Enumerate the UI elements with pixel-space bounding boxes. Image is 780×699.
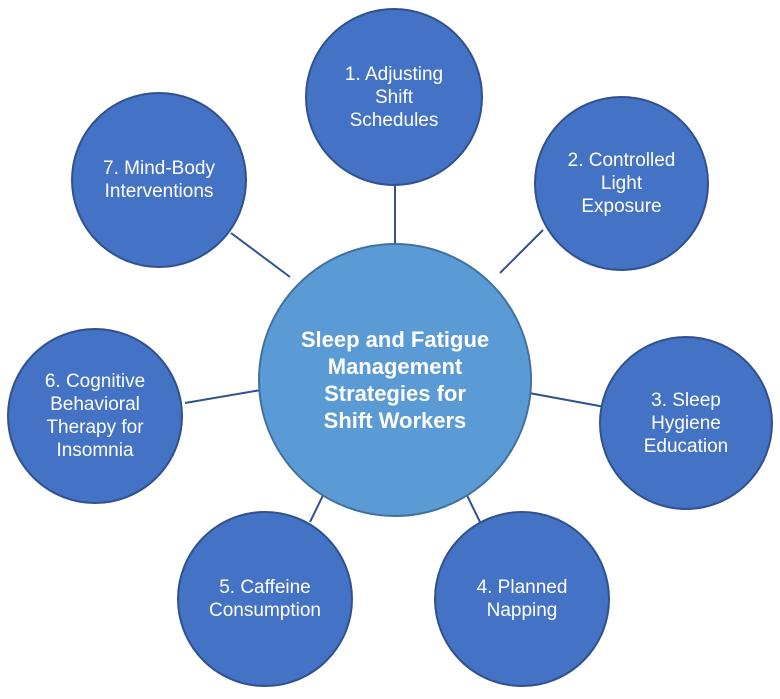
connector-6 bbox=[184, 389, 262, 404]
strategy-label-4: 4. Planned Napping bbox=[476, 577, 568, 621]
strategy-label-1: 1. Adjusting Shift Schedules bbox=[344, 63, 444, 131]
strategy-node-6: 6. Cognitive Behavioral Therapy for Inso… bbox=[7, 328, 183, 504]
connector-2 bbox=[499, 229, 544, 274]
strategy-node-7: 7. Mind-Body Interventions bbox=[71, 92, 247, 268]
strategy-node-3: 3. Sleep Hygiene Education bbox=[599, 336, 773, 510]
strategy-node-2: 2. Controlled Light Exposure bbox=[534, 96, 709, 271]
strategy-node-1: 1. Adjusting Shift Schedules bbox=[305, 8, 483, 186]
strategy-label-6: 6. Cognitive Behavioral Therapy for Inso… bbox=[44, 371, 146, 461]
strategy-node-5: 5. Caffeine Consumption bbox=[177, 511, 353, 687]
connector-7 bbox=[230, 232, 291, 278]
center-node: Sleep and Fatigue Management Strategies … bbox=[258, 243, 532, 517]
strategy-label-2: 2. Controlled Light Exposure bbox=[567, 150, 676, 217]
center-label: Sleep and Fatigue Management Strategies … bbox=[300, 327, 490, 433]
connector-3 bbox=[528, 392, 606, 408]
strategy-node-4: 4. Planned Napping bbox=[434, 511, 610, 687]
strategy-label-5: 5. Caffeine Consumption bbox=[209, 577, 321, 621]
strategy-label-3: 3. Sleep Hygiene Education bbox=[643, 389, 729, 457]
strategy-label-7: 7. Mind-Body Interventions bbox=[103, 158, 215, 202]
